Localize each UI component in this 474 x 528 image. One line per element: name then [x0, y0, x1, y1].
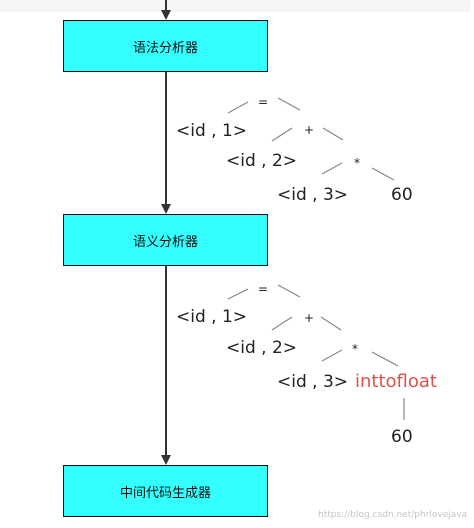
- syntax-times-node: *: [354, 156, 360, 170]
- top-background-strip: [0, 0, 470, 12]
- semantic-analyzer-box: 语义分析器: [63, 214, 268, 266]
- semantic-inttofloat-node: inttofloat: [355, 371, 437, 392]
- codegen-label: 中间代码生成器: [119, 485, 211, 501]
- intermediate-code-generator-box: 中间代码生成器: [63, 465, 268, 517]
- semantic-num-node: 60: [391, 427, 413, 447]
- syntax-plus-node: +: [304, 123, 315, 137]
- syntax-id1-node: <id , 1>: [176, 121, 248, 141]
- syntax-assign-node: =: [258, 95, 269, 109]
- semantic-id1-node: <id , 1>: [176, 307, 248, 327]
- syntax-id2-node: <id , 2>: [226, 151, 298, 171]
- semantic-id2-node: <id , 2>: [226, 338, 298, 358]
- watermark: https://blog.csdn.net/phrlovejava: [318, 510, 468, 520]
- semantic-times-node: *: [352, 342, 358, 356]
- semantic-id3-node: <id , 3>: [277, 372, 349, 392]
- syntax-analyzer-label: 语法分析器: [132, 40, 198, 56]
- syntax-analyzer-box: 语法分析器: [63, 20, 268, 72]
- syntax-tree-edges: [227, 97, 395, 181]
- semantic-plus-node: +: [304, 311, 315, 325]
- semantic-assign-node: =: [258, 282, 269, 296]
- semantic-tree-edges: [227, 284, 405, 420]
- syntax-id3-node: <id , 3>: [277, 185, 349, 205]
- syntax-num-node: 60: [391, 185, 413, 205]
- semantic-analyzer-label: 语义分析器: [132, 234, 198, 250]
